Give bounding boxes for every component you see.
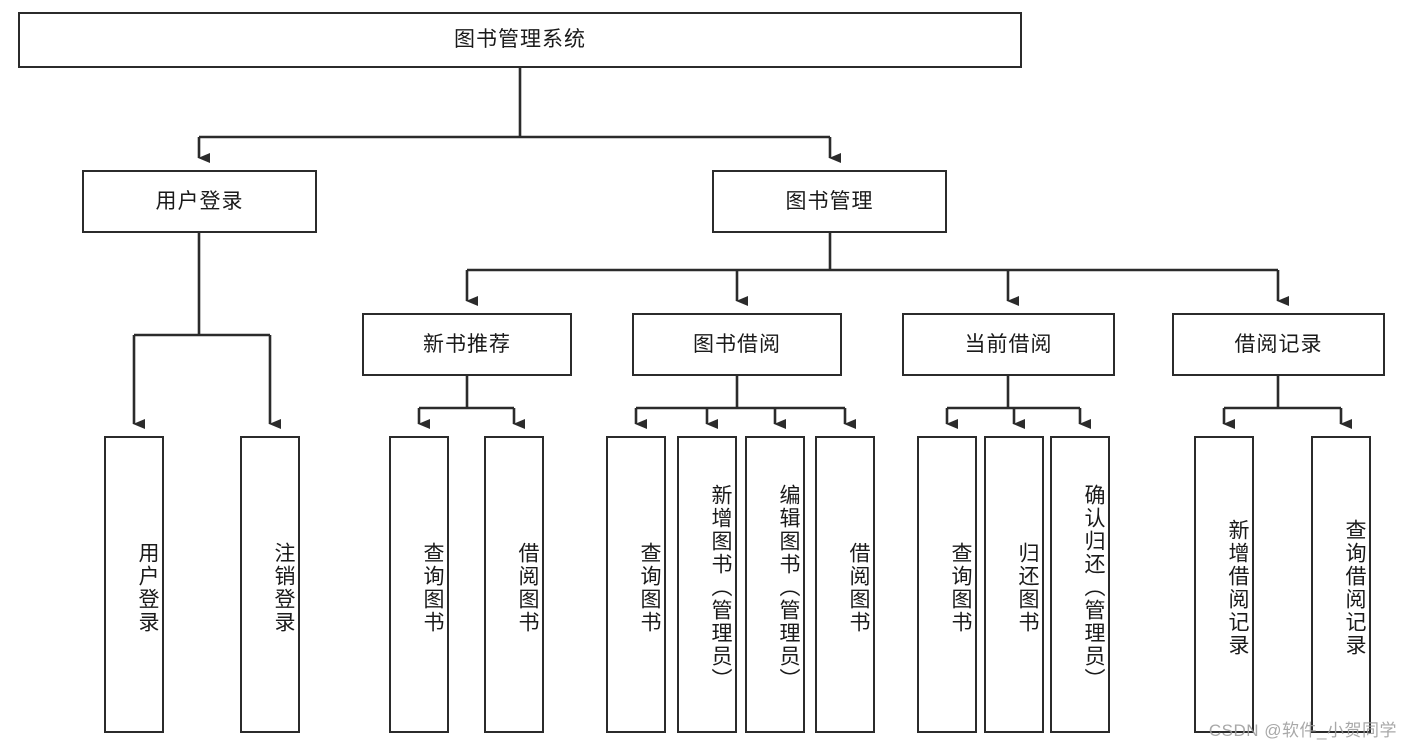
node-user-login-label: 用户登录 — [155, 189, 244, 213]
leaf-user-login-1-label: 注销登录 — [272, 541, 295, 634]
node-book-manage[interactable]: 图书管理 — [712, 170, 947, 233]
leaf-user-login-0[interactable]: 用户登录 — [104, 436, 164, 733]
leaf-current-borrow-1-label: 归还图书 — [1016, 541, 1039, 634]
leaf-borrow-record-1-label: 查询借阅记录 — [1343, 518, 1366, 657]
leaf-new-book-recommend-0[interactable]: 查询图书 — [389, 436, 449, 733]
node-book-borrow[interactable]: 图书借阅 — [632, 313, 842, 376]
node-current-borrow[interactable]: 当前借阅 — [902, 313, 1115, 376]
leaf-user-login-1[interactable]: 注销登录 — [240, 436, 300, 733]
leaf-borrow-record-0-label: 新增借阅记录 — [1226, 518, 1249, 657]
leaf-new-book-recommend-0-label: 查询图书 — [421, 541, 444, 634]
node-root-label: 图书管理系统 — [454, 28, 586, 52]
leaf-book-borrow-2-label: 编辑图书（管理员） — [777, 484, 800, 691]
csdn-watermark: CSDN @软件_小贺同学 — [1208, 721, 1397, 740]
leaf-current-borrow-1[interactable]: 归还图书 — [984, 436, 1044, 733]
leaf-book-borrow-2[interactable]: 编辑图书（管理员） — [745, 436, 805, 733]
leaf-user-login-0-label: 用户登录 — [136, 541, 159, 634]
node-borrow-record-label: 借阅记录 — [1234, 332, 1323, 356]
leaf-current-borrow-2-label: 确认归还（管理员） — [1082, 484, 1105, 691]
node-book-manage-label: 图书管理 — [785, 189, 874, 213]
node-book-borrow-label: 图书借阅 — [693, 332, 781, 356]
leaf-current-borrow-0[interactable]: 查询图书 — [917, 436, 977, 733]
leaf-borrow-record-0[interactable]: 新增借阅记录 — [1194, 436, 1254, 733]
node-user-login[interactable]: 用户登录 — [82, 170, 317, 233]
leaf-book-borrow-1-label: 新增图书（管理员） — [709, 484, 732, 691]
leaf-book-borrow-0-label: 查询图书 — [638, 541, 661, 634]
node-current-borrow-label: 当前借阅 — [964, 332, 1053, 356]
leaf-book-borrow-0[interactable]: 查询图书 — [606, 436, 666, 733]
node-borrow-record[interactable]: 借阅记录 — [1172, 313, 1385, 376]
node-new-book-recommend[interactable]: 新书推荐 — [362, 313, 572, 376]
leaf-current-borrow-0-label: 查询图书 — [949, 541, 972, 634]
leaf-borrow-record-1[interactable]: 查询借阅记录 — [1311, 436, 1371, 733]
leaf-book-borrow-3[interactable]: 借阅图书 — [815, 436, 875, 733]
leaf-new-book-recommend-1[interactable]: 借阅图书 — [484, 436, 544, 733]
leaf-new-book-recommend-1-label: 借阅图书 — [516, 541, 539, 634]
leaf-current-borrow-2[interactable]: 确认归还（管理员） — [1050, 436, 1110, 733]
leaf-book-borrow-3-label: 借阅图书 — [847, 541, 870, 634]
node-new-book-recommend-label: 新书推荐 — [423, 332, 511, 356]
node-root[interactable]: 图书管理系统 — [18, 12, 1022, 68]
leaf-book-borrow-1[interactable]: 新增图书（管理员） — [677, 436, 737, 733]
